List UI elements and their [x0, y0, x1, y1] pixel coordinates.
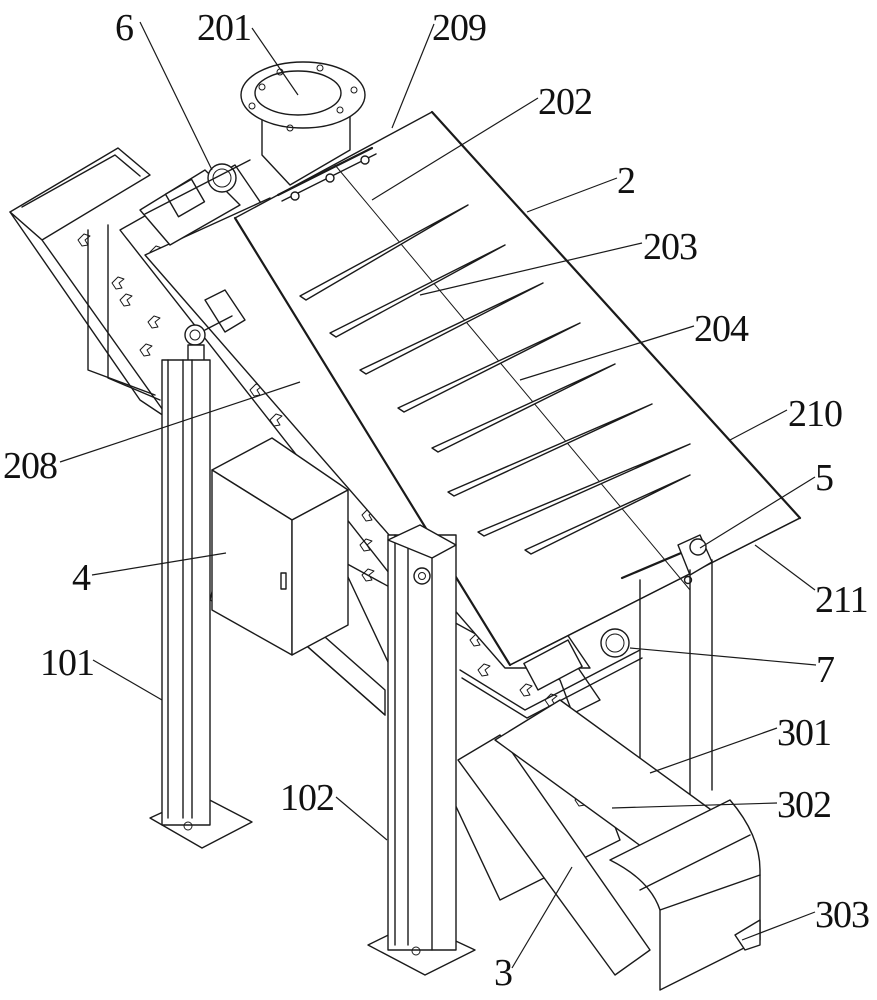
label-203: 203 [643, 226, 697, 268]
blade [299, 204, 469, 301]
vibration-motor-top [139, 159, 251, 246]
leader-lines [59, 21, 817, 969]
vibration-motor-bottom [459, 628, 643, 719]
label-208: 208 [3, 445, 57, 487]
label-101: 101 [40, 642, 94, 684]
rear-hopper [9, 147, 171, 421]
screen-blades [299, 204, 691, 555]
tooth [249, 383, 263, 397]
tooth [519, 683, 533, 697]
inlet-flange [240, 61, 366, 186]
tooth [269, 413, 283, 427]
reference-labels: 6 201 209 202 2 203 204 208 210 5 211 4 … [3, 7, 870, 994]
blade [447, 403, 653, 497]
label-202: 202 [538, 81, 592, 123]
blade [359, 282, 544, 375]
support-post-left [149, 359, 253, 849]
blade [397, 322, 581, 413]
label-5: 5 [815, 457, 833, 499]
label-4: 4 [72, 557, 91, 599]
tooth [111, 276, 125, 290]
label-303: 303 [815, 894, 869, 936]
discharge-chute [457, 699, 761, 991]
tooth [119, 293, 133, 307]
blade [477, 443, 691, 537]
label-201: 201 [197, 7, 251, 49]
label-6: 6 [115, 7, 133, 49]
label-210: 210 [788, 393, 842, 435]
label-302: 302 [777, 784, 831, 826]
label-204: 204 [694, 308, 749, 350]
support-post-front [367, 524, 476, 976]
label-301: 301 [777, 712, 831, 754]
tooth [139, 343, 153, 357]
tooth [359, 538, 373, 552]
label-2: 2 [617, 160, 635, 202]
label-102: 102 [280, 777, 334, 819]
blade [329, 244, 506, 338]
tooth [361, 568, 375, 582]
tooth [477, 663, 491, 677]
label-7: 7 [816, 649, 834, 691]
screen-body [144, 110, 802, 669]
tooth [147, 315, 161, 329]
tooth [77, 233, 91, 247]
blade [431, 363, 616, 453]
blade [524, 474, 691, 555]
label-211: 211 [815, 579, 868, 621]
label-3: 3 [494, 952, 512, 994]
label-209: 209 [432, 7, 486, 49]
control-cabinet [211, 437, 349, 656]
